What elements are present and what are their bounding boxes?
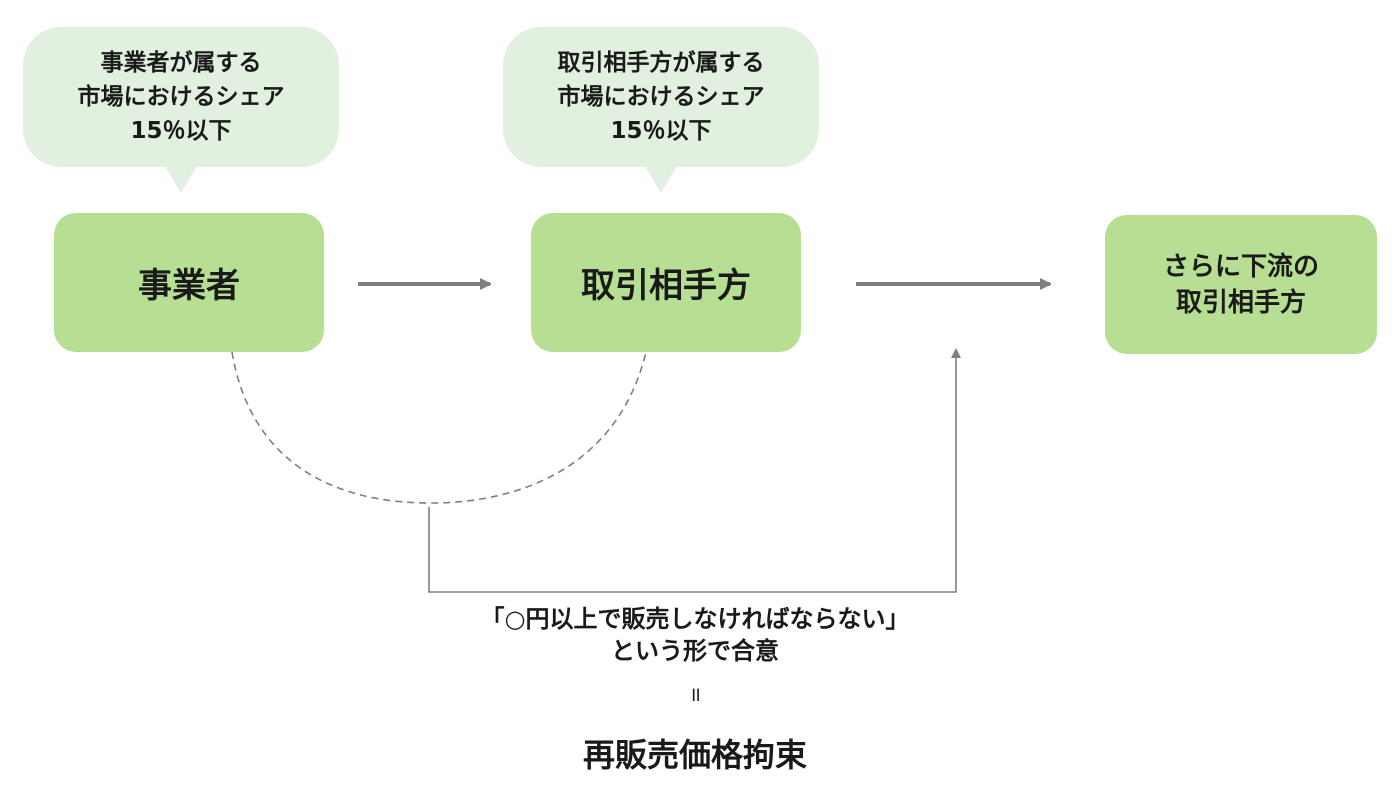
node-counterparty: 取引相手方: [531, 213, 801, 352]
equals-sign: ॥: [689, 682, 701, 706]
node-label: さらに下流の 取引相手方: [1162, 251, 1319, 318]
bubble-tail: [165, 166, 197, 193]
conclusion-title: 再販売価格拘束: [582, 736, 807, 774]
agreement-dashed-curve: [231, 351, 647, 504]
agreement-connector-line: [428, 348, 961, 593]
bubble-text: 取引相手方が属する 市場におけるシェア 15％以下: [557, 50, 765, 144]
agreement-text-line1: 「○円以上で販売しなければならない」: [480, 605, 910, 633]
node-business: 事業者: [54, 213, 324, 352]
bubble-tail: [645, 166, 677, 193]
node-downstream-counterparty: さらに下流の 取引相手方: [1105, 215, 1377, 354]
business-market-share-bubble: 事業者が属する 市場におけるシェア 15％以下: [23, 27, 339, 193]
agreement-text-line2: という形で合意: [611, 637, 779, 665]
bubble-text: 事業者が属する 市場におけるシェア 15％以下: [77, 50, 285, 144]
node-label: 取引相手方: [581, 266, 751, 306]
counterparty-market-share-bubble: 取引相手方が属する 市場におけるシェア 15％以下: [503, 27, 819, 193]
node-label: 事業者: [138, 266, 240, 306]
